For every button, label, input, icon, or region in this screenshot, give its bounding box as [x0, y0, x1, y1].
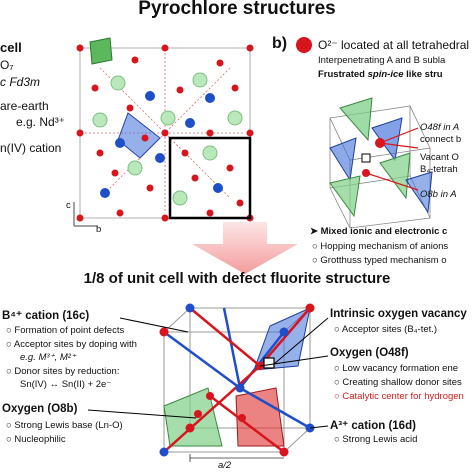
b-cation [145, 91, 155, 101]
o48f-item-2: ○ Creating shallow donor sites [334, 377, 462, 388]
a-cation [110, 75, 126, 91]
axis-b-label: b [96, 224, 102, 235]
cage-label-o8b: O8b in A [420, 189, 457, 200]
oxygen [206, 129, 214, 137]
oxygen [246, 44, 254, 52]
intrinsic-title: Intrinsic oxygen vacancy [330, 308, 467, 320]
b-cation-item-1: ○ Formation of point defects [6, 325, 125, 336]
a-cation [160, 110, 176, 126]
oxygen [131, 56, 139, 64]
a-cation-item-1: ○ Strong Lewis acid [334, 434, 418, 445]
panel-b-bullet-2: ○ Hopping mechanism of anions [312, 241, 449, 252]
b-cation [100, 188, 110, 198]
o8b-item-1: ○ Strong Lewis base (Ln-O) [6, 420, 123, 431]
panel-b-label: b) [272, 35, 288, 52]
a-half-label: a/2 [218, 460, 232, 471]
left-line-cell: cell [0, 40, 22, 55]
left-line-cation: n(IV) cation [0, 141, 62, 155]
oxygen [191, 174, 199, 182]
a-cation [172, 190, 188, 206]
oxygen [231, 84, 239, 92]
left-line-rare-earth: are-earth [0, 99, 49, 113]
oxygen [76, 214, 84, 222]
oxygen [96, 149, 104, 157]
oxygen [116, 209, 124, 217]
panel-b-line1: O²⁻ located at all tetrahedral [318, 38, 470, 52]
oxygen [246, 129, 254, 137]
oxygen [206, 209, 214, 217]
oxygen [226, 164, 234, 172]
oxygen-legend-sphere [296, 37, 312, 53]
a-cube-top [89, 37, 113, 65]
a-cation [127, 160, 143, 176]
cage-label-o48f: O48f in A [420, 122, 460, 133]
panel-b-bullet-1: ➤ Mixed ionic and electronic c [310, 226, 448, 237]
b-cation-item-3: e.g. M³⁺, M²⁺ [20, 352, 76, 363]
b-cation [213, 183, 223, 193]
oxygen [111, 169, 119, 177]
panel-b-line3: Frustrated spin-ice like stru [318, 69, 443, 80]
b-cation [155, 153, 165, 163]
oxygen [181, 149, 189, 157]
oxygen [146, 184, 154, 192]
oxygen [161, 214, 169, 222]
oxygen [76, 129, 84, 137]
axes-indicator [73, 202, 98, 227]
oxygen [141, 134, 149, 142]
left-line-space-group: c Fd3m [0, 75, 41, 89]
a-cation-title: A³⁺ cation (16d) [330, 420, 416, 432]
oxygen [161, 129, 169, 137]
panel-b-bullet-3: ○ Grotthuss typed mechanism o [312, 255, 447, 266]
cage-label-vacant: Vacant O [420, 152, 459, 163]
b-tetrahedron-top [117, 112, 161, 159]
cage-label-connect: connect b [420, 134, 462, 145]
o48f-item-3: ○ Catalytic center for hydrogen [334, 391, 464, 402]
subtitle: 1/8 of unit cell with defect fluorite st… [83, 270, 391, 287]
eighth-cell-highlight [168, 136, 252, 220]
oxygen [216, 59, 224, 67]
a-cation [192, 72, 208, 88]
oxygen [161, 44, 169, 52]
axis-c-label: c [66, 200, 71, 211]
pyrochlore-cage-diagram [329, 97, 433, 228]
oxygen [236, 199, 244, 207]
a-cation [92, 112, 108, 128]
a-cation [227, 110, 243, 126]
b-cation-item-5: Sn(IV) ↔ Sn(II) + 2e⁻ [20, 379, 112, 390]
figure-title: Pyrochlore structures [138, 0, 336, 19]
defect-fluorite-cube [159, 303, 315, 462]
o48f-item-1: ○ Low vacancy formation ene [334, 363, 459, 374]
panel-b-line2: Interpenetrating A and B subla [318, 55, 446, 66]
a-cation [202, 145, 218, 161]
intrinsic-item-1: ○ Acceptor sites (B₄-tet.) [334, 324, 438, 335]
b-cation-item-2: ○ Acceptor sites by doping with [6, 339, 137, 350]
b-cation-title: B⁴⁺ cation (16c) [2, 310, 90, 322]
oxygen [176, 86, 184, 94]
o8b-item-2: ○ Nucleophilic [6, 434, 66, 445]
oxygen [76, 44, 84, 52]
unit-cell-diagram [76, 37, 254, 222]
left-line-formula: O₇ [0, 58, 14, 72]
b-cation-item-4: ○ Donor sites by reduction: [6, 366, 120, 377]
b-cation [115, 138, 125, 148]
o8b-title: Oxygen (O8b) [2, 403, 78, 415]
left-line-example: e.g. Nd³⁺ [16, 115, 66, 129]
down-arrow [192, 222, 298, 274]
b-cation [205, 93, 215, 103]
o48f-title: Oxygen (O48f) [330, 347, 409, 359]
oxygen [126, 104, 134, 112]
b-cation [185, 118, 195, 128]
oxygen [91, 84, 99, 92]
cage-label-b4: B₄-tetrah [420, 164, 458, 175]
